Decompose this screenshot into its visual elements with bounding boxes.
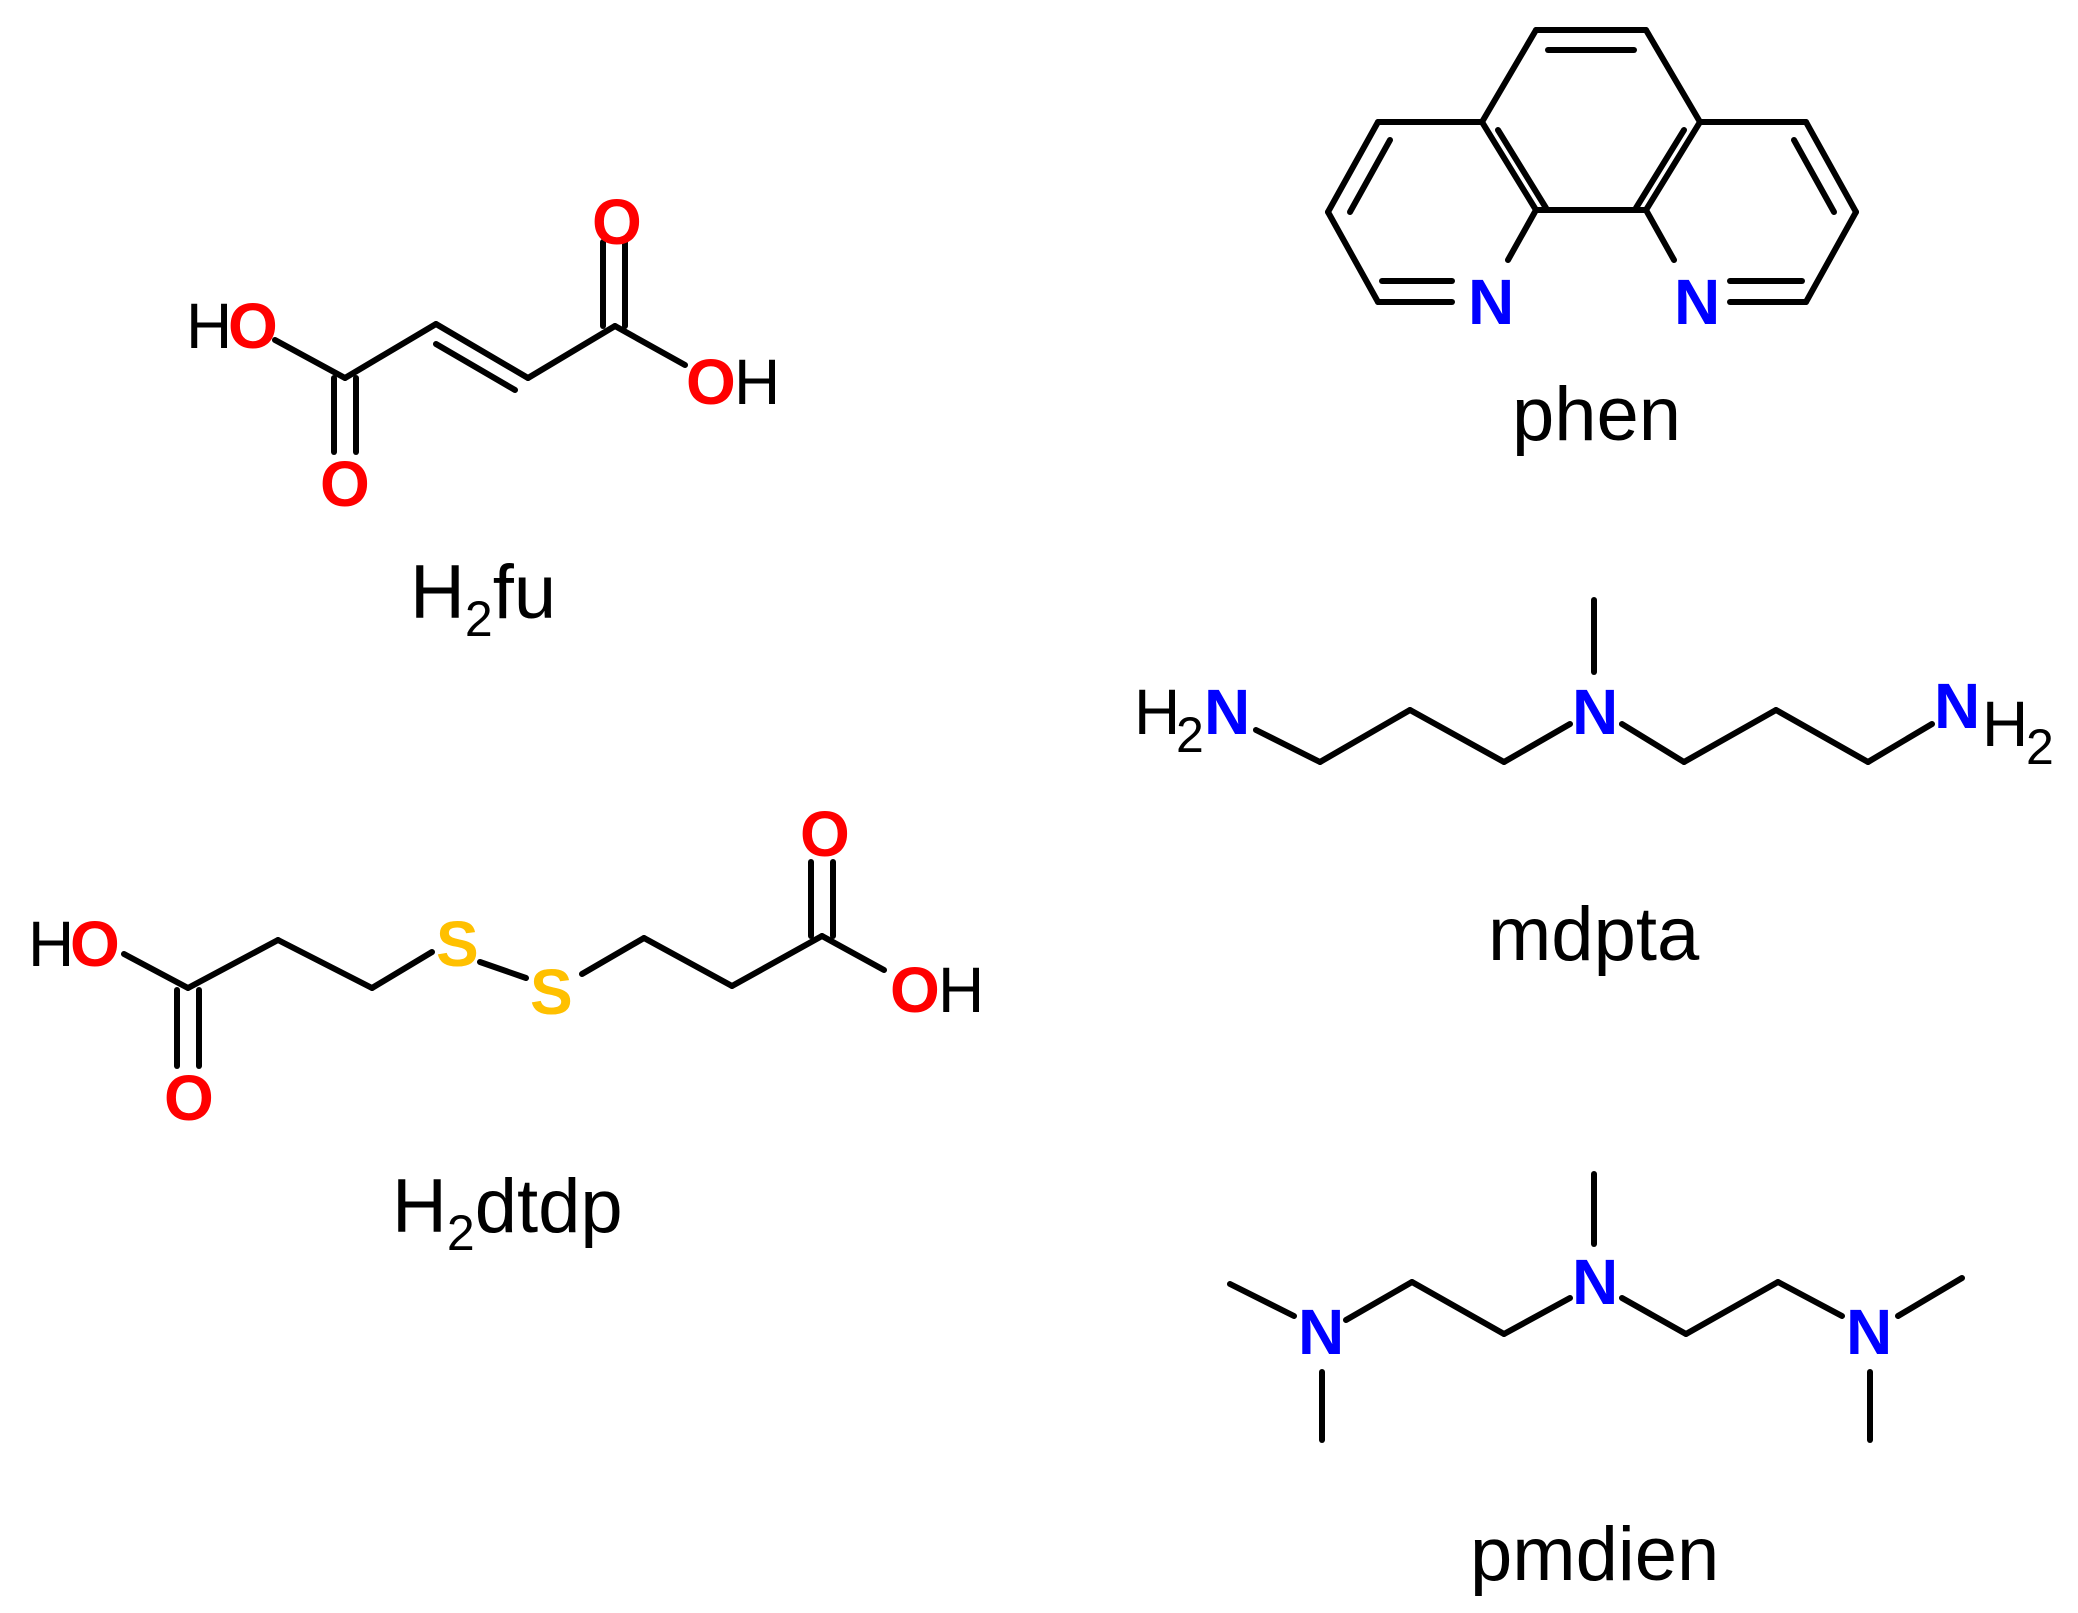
mdpta-nitrogen-amine-left: N [1204, 676, 1250, 748]
molecule-h2dtdp: H O O S S O O H H2dtdp [28, 798, 984, 1261]
h2fu-bonds [272, 239, 688, 455]
h2dtdp-bonds [121, 859, 887, 1069]
pmdien-nitrogen-left: N [1298, 1296, 1344, 1368]
mdpta-name: mdpta [1488, 892, 1700, 977]
h2dtdp-hydrogen-left: H [28, 908, 74, 980]
h2dtdp-name-subscript: 2 [447, 1205, 475, 1261]
h2dtdp-name-prefix: H [392, 1164, 447, 1249]
h2fu-hydrogen-left: H [186, 290, 232, 362]
molecule-pmdien: N N N pmdien [1227, 1171, 1965, 1597]
pmdien-name: pmdien [1470, 1512, 1719, 1597]
h2dtdp-name: H2dtdp [392, 1164, 623, 1261]
h2fu-hydrogen-right: H [734, 346, 780, 418]
mdpta-hydrogen-left: H [1134, 676, 1180, 748]
phen-nitrogen-right: N [1674, 266, 1720, 338]
h2dtdp-sulfur-left: S [436, 908, 479, 980]
h2dtdp-hydrogen-right: H [938, 954, 984, 1026]
h2fu-name: H2fu [410, 550, 556, 647]
pmdien-nitrogen-central: N [1572, 1246, 1618, 1318]
molecule-h2fu: H O O O O H H2fu [186, 186, 780, 647]
h2fu-oxygen-carbonyl-right: O [592, 186, 642, 258]
pmdien-nitrogen-right: N [1846, 1296, 1892, 1368]
mdpta-nitrogen-central: N [1572, 676, 1618, 748]
phen-nitrogen-left: N [1468, 266, 1514, 338]
phen-bonds [1325, 27, 1859, 305]
mdpta-bonds [1253, 597, 1935, 765]
h2fu-oxygen-hydroxyl-right: O [686, 346, 736, 418]
h2fu-oxygen-hydroxyl-left: O [228, 290, 278, 362]
h2dtdp-oxygen-carbonyl-left: O [164, 1062, 214, 1134]
mdpta-hydrogen-right-subscript: 2 [2026, 719, 2054, 775]
molecule-mdpta: H 2 N N N H 2 mdpta [1134, 597, 2054, 977]
molecule-phen: N N phen [1325, 27, 1859, 457]
mdpta-hydrogen-left-subscript: 2 [1176, 707, 1204, 763]
h2dtdp-oxygen-hydroxyl-right: O [890, 954, 940, 1026]
h2dtdp-oxygen-hydroxyl-left: O [70, 908, 120, 980]
h2fu-oxygen-carbonyl-left: O [320, 448, 370, 520]
h2dtdp-name-suffix: dtdp [475, 1164, 623, 1249]
h2dtdp-oxygen-carbonyl-right: O [800, 798, 850, 870]
h2dtdp-sulfur-right: S [530, 956, 573, 1028]
pmdien-bonds [1227, 1171, 1965, 1443]
h2fu-name-subscript: 2 [465, 591, 493, 647]
phen-name: phen [1512, 372, 1681, 457]
h2fu-name-suffix: fu [493, 550, 556, 635]
mdpta-nitrogen-amine-right: N [1934, 670, 1980, 742]
h2fu-name-prefix: H [410, 550, 465, 635]
mdpta-hydrogen-right: H [1982, 688, 2028, 760]
